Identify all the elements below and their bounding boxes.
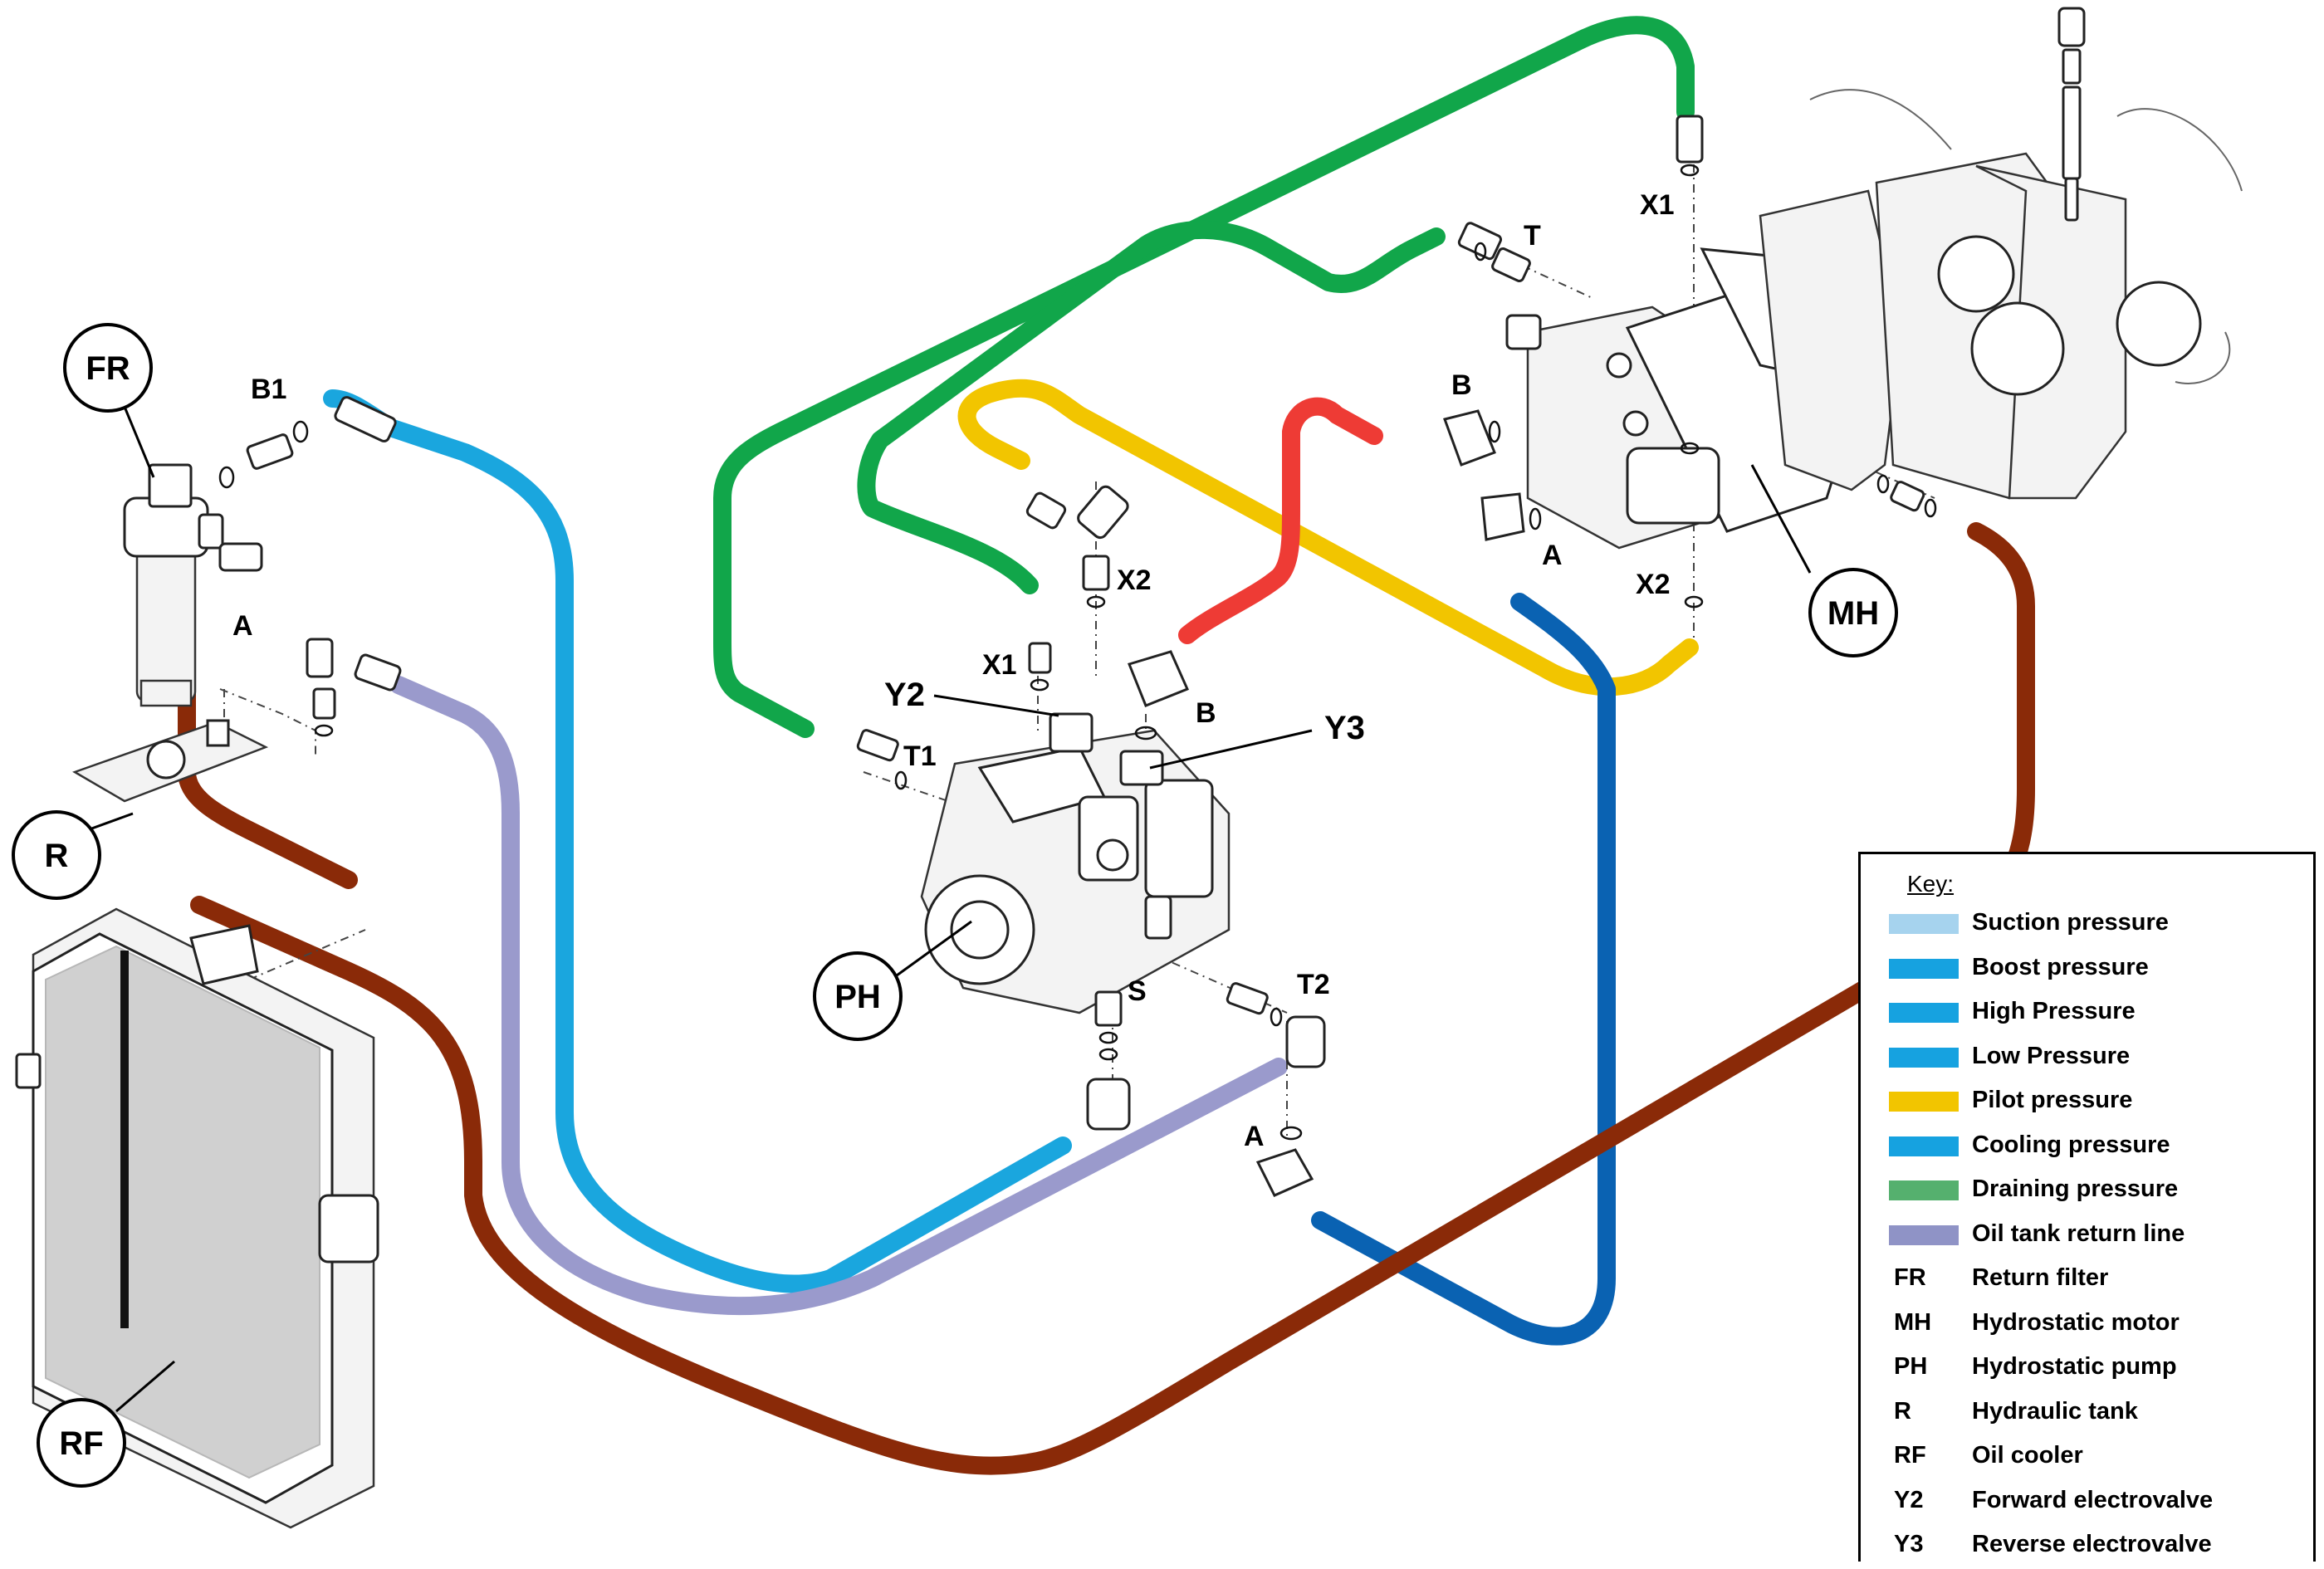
- callout-r: R: [12, 810, 101, 900]
- legend-line-item: Oil tank return line: [1861, 1215, 2313, 1259]
- port-t1-label: T1: [903, 741, 937, 772]
- legend-code: Y2: [1894, 1486, 1924, 1513]
- legend-line-label: Draining pressure: [1972, 1176, 2179, 1202]
- svg-text:FR: FR: [86, 350, 130, 387]
- port-labels: B1 A X1 T B A X2 X2 X1 Y2 Y3 B T1 S T2 A: [232, 189, 1675, 1152]
- port-b-motor-label: B: [1451, 369, 1472, 401]
- legend-color-swatch: [1889, 1180, 1959, 1200]
- pilot-hose: [957, 379, 1699, 697]
- legend-title: Key:: [1907, 871, 1955, 897]
- return-hose: [389, 676, 1288, 1316]
- legend-line-label: High Pressure: [1972, 998, 2136, 1024]
- legend-line-item: Boost pressure: [1861, 949, 2313, 992]
- legend-line-label: Cooling pressure: [1972, 1131, 2170, 1158]
- port-y2-label: Y2: [884, 677, 925, 713]
- hydraulic-tank-plate: [72, 719, 269, 803]
- low-pressure-hose: [1311, 593, 1616, 1346]
- legend-code-label: Forward electrovalve: [1972, 1486, 2214, 1513]
- port-b1-label: B1: [251, 374, 286, 405]
- port-t-motor-label: T: [1524, 220, 1541, 252]
- boost-hose: [381, 418, 1072, 1293]
- legend-line-label: Suction pressure: [1972, 909, 2169, 936]
- cooler-hose-long: [190, 522, 2035, 1475]
- legend-line-item: Low Pressure: [1861, 1038, 2313, 1081]
- port-x1-pump-label: X1: [982, 649, 1017, 681]
- legend-line-label: Boost pressure: [1972, 953, 2149, 980]
- port-s-label: S: [1128, 975, 1147, 1007]
- drain-hose-long: [713, 16, 1695, 738]
- legend-code-label: Hydrostatic motor: [1972, 1308, 2180, 1336]
- port-a-filter-label: A: [232, 610, 253, 642]
- port-y3-label: Y3: [1324, 710, 1365, 746]
- legend-code: PH: [1894, 1353, 1928, 1380]
- legend-code-label: Oil cooler: [1972, 1442, 2083, 1469]
- legend-line-item: Draining pressure: [1861, 1171, 2313, 1214]
- legend-code-item: Y3 Reverse electrovalve: [1861, 1526, 2313, 1569]
- legend-color-swatch: [1889, 914, 1959, 934]
- legend-code: FR: [1894, 1264, 1926, 1291]
- svg-text:R: R: [45, 838, 69, 874]
- legend-code: Y3: [1894, 1531, 1924, 1557]
- motor-fittings: [1443, 115, 1937, 609]
- legend-line-label: Pilot pressure: [1972, 1087, 2133, 1113]
- legend-color-swatch: [1889, 1136, 1959, 1156]
- legend-code: MH: [1894, 1308, 1932, 1336]
- legend-code: R: [1894, 1397, 1911, 1425]
- legend-code-item: Y2 Forward electrovalve: [1861, 1482, 2313, 1525]
- oil-cooler-part: [15, 907, 379, 1529]
- svg-text:PH: PH: [834, 979, 881, 1015]
- port-b-pump-label: B: [1196, 697, 1216, 729]
- legend-line-item: High Pressure: [1861, 993, 2313, 1036]
- tank-fittings: [306, 638, 402, 737]
- port-x1-motor-label: X1: [1640, 189, 1675, 221]
- legend-code-item: RF Oil cooler: [1861, 1437, 2313, 1480]
- port-a-motor-label: A: [1542, 540, 1563, 571]
- legend-code-item: PH Hydrostatic pump: [1861, 1348, 2313, 1391]
- callout-rf: RF: [37, 1398, 126, 1488]
- legend-color-swatch: [1889, 1047, 1959, 1068]
- legend-code-label: Reverse electrovalve: [1972, 1531, 2212, 1557]
- legend-line-item: Pilot pressure: [1861, 1082, 2313, 1125]
- b1-fittings: [218, 396, 397, 489]
- port-a-bottom-label: A: [1244, 1121, 1265, 1152]
- legend-code-item: FR Return filter: [1861, 1259, 2313, 1303]
- legend-color-swatch: [1889, 1224, 1959, 1245]
- callout-mh: MH: [1808, 568, 1898, 657]
- legend-code: RF: [1894, 1442, 1926, 1469]
- legend-code-item: R Hydraulic tank: [1861, 1393, 2313, 1436]
- pump-fittings: [856, 485, 1326, 1197]
- port-x2-pump-label: X2: [1117, 565, 1152, 596]
- hydrostatic-pump-part: [920, 712, 1230, 1014]
- legend-line-label: Oil tank return line: [1972, 1220, 2185, 1247]
- legend-code-label: Hydraulic tank: [1972, 1397, 2138, 1425]
- legend-color-swatch: [1889, 958, 1959, 979]
- return-filter-part: [123, 463, 263, 707]
- legend-color-swatch: [1889, 1092, 1959, 1112]
- callout-fr: FR: [63, 323, 153, 413]
- legend-code-label: Hydrostatic pump: [1972, 1353, 2177, 1380]
- svg-text:MH: MH: [1827, 595, 1879, 632]
- drain-hose-short: [857, 220, 1446, 594]
- transmission-gearbox-part: [1759, 7, 2243, 500]
- legend-line-item: Cooling pressure: [1861, 1127, 2313, 1170]
- callout-ph: PH: [813, 951, 903, 1041]
- legend-color-swatch: [1889, 1003, 1959, 1023]
- svg-text:RF: RF: [59, 1425, 103, 1462]
- leader-lines: [86, 406, 1812, 1413]
- high-pressure-hose: [1178, 397, 1383, 644]
- port-t2-label: T2: [1297, 969, 1330, 1000]
- legend-code-item: MH Hydrostatic motor: [1861, 1304, 2313, 1347]
- legend-line-label: Low Pressure: [1972, 1042, 2131, 1069]
- legend-code-label: Return filter: [1972, 1264, 2109, 1291]
- port-x2-motor-label: X2: [1636, 569, 1671, 600]
- legend-line-item: Suction pressure: [1861, 904, 2313, 947]
